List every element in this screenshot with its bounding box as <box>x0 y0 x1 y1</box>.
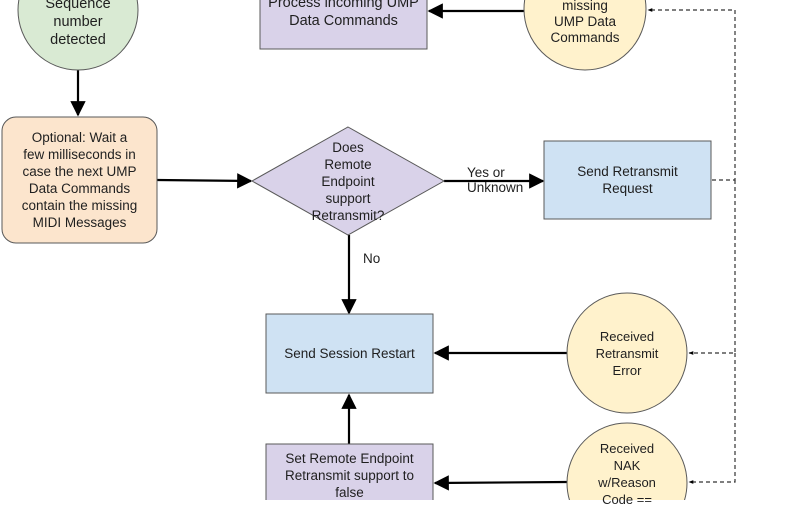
solid-connectors <box>70 3 568 491</box>
node-send-retransmit-request[interactable] <box>543 140 712 220</box>
edge-retransmit-to-received-missing <box>647 8 736 181</box>
node-send-session-restart[interactable] <box>265 313 434 394</box>
node-set-remote-false[interactable] <box>265 443 434 500</box>
node-gap-detected[interactable] <box>17 0 139 71</box>
edge-retransmit-to-retransmit-error <box>688 180 736 355</box>
node-optional-wait-label: Optional: Wait a few milliseconds in cas… <box>21 130 138 230</box>
node-received-nak[interactable] <box>566 422 688 500</box>
node-set-remote-false-label: Set Remote Endpoint Retransmit support t… <box>284 451 415 500</box>
edge-retransmit-to-received-nak <box>688 353 736 484</box>
node-received-missing-label: missing UMP Data Commands <box>550 0 620 45</box>
node-optional-wait[interactable] <box>1 116 158 244</box>
flowchart-canvas <box>1 0 736 500</box>
node-supports-retransmit[interactable] <box>250 126 446 236</box>
node-process-incoming[interactable] <box>259 0 428 50</box>
edge-label-no: No <box>363 251 381 266</box>
edge-nak-to-set-remote <box>433 475 568 491</box>
edge-wait-to-decision <box>156 173 253 189</box>
node-process-incoming-label: Process incoming UMP Data Commands <box>268 0 419 29</box>
node-gap-detected-label: Sequence number detected <box>45 0 111 48</box>
node-send-session-restart-label: Send Session Restart <box>284 346 415 361</box>
node-send-retransmit-request-label: Send Retransmit Request <box>577 164 678 196</box>
node-supports-retransmit-label: Does Remote Endpoint support Retransmit? <box>311 139 385 223</box>
node-received-nak-label: Received NAK w/Reason Code == <box>598 441 656 507</box>
node-received-retransmit-error-label: Received Retransmit Error <box>595 328 659 378</box>
nodes <box>1 0 712 500</box>
node-received-missing[interactable] <box>523 0 647 71</box>
edge-label-yes-or-unknown: Yes or Unknown <box>467 165 524 195</box>
node-received-retransmit-error[interactable] <box>566 292 688 414</box>
dashed-connectors <box>647 8 736 484</box>
